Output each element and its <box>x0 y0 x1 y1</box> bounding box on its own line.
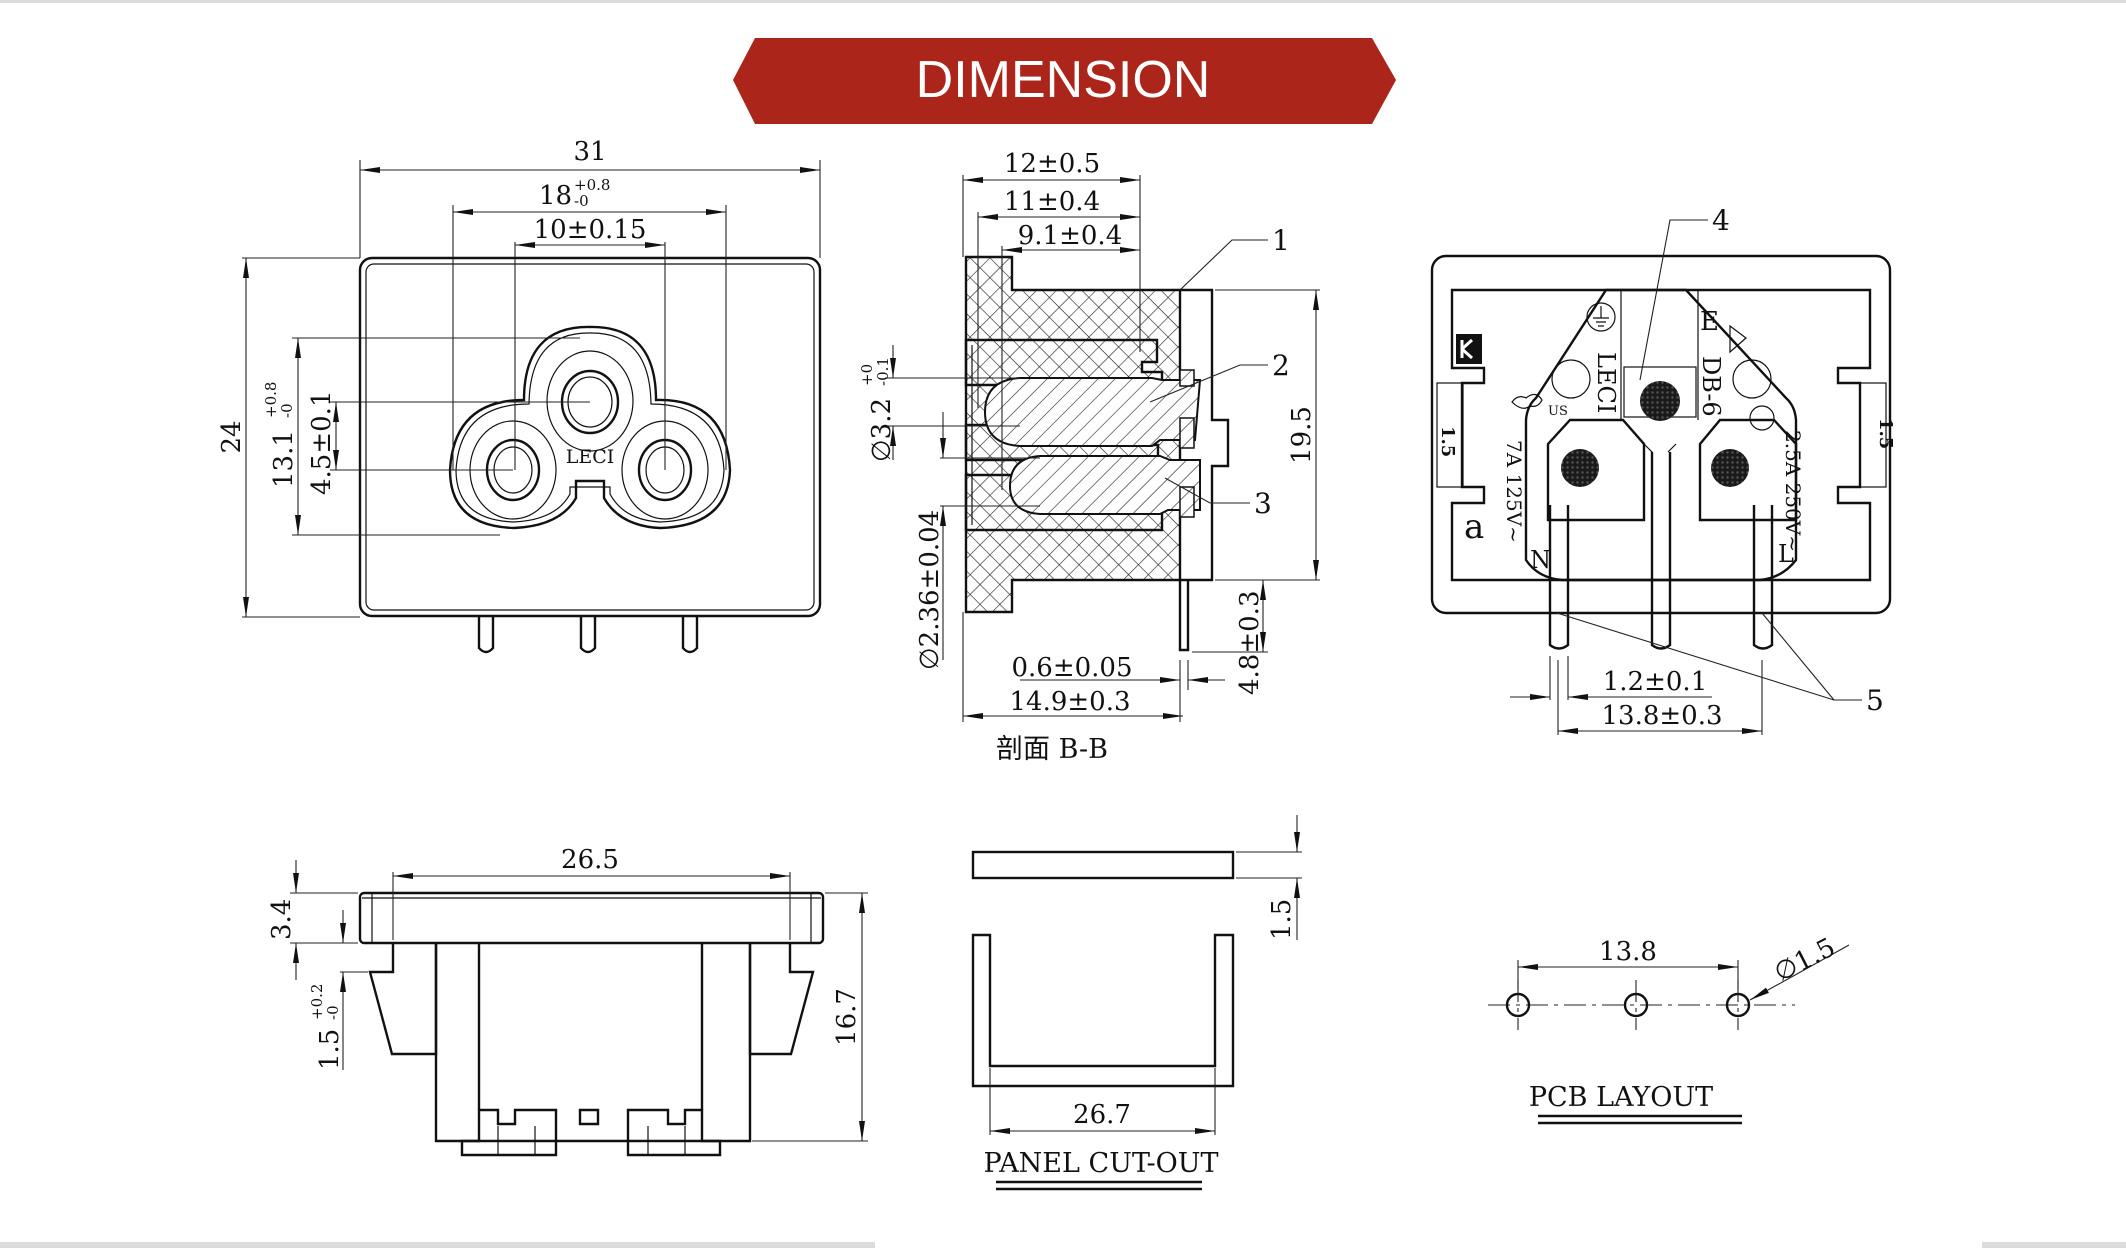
socket-face: LECI <box>448 325 732 530</box>
rear-rating-left: 7A 125V~ <box>1502 440 1526 543</box>
dim-height: 24 <box>217 420 247 453</box>
dim-total-height: 16.7 <box>832 988 862 1046</box>
dim-hole-dia: ∅3.2 <box>867 398 897 462</box>
dim-panel-width: 26.7 <box>1073 1100 1131 1130</box>
dim-outer-span-tol-upper: +0.8 <box>574 176 610 194</box>
section-view: 12±0.5 11±0.4 9.1±0.4 19.5 ∅3.2 +0 -0.1 … <box>858 149 1320 765</box>
callout-3: 3 <box>1254 487 1272 520</box>
front-pins <box>477 617 699 654</box>
dim-pcb-pitch: 13.8 <box>1599 937 1657 967</box>
dim-panel-thickness: 1.5 <box>1267 899 1297 940</box>
front-view: LECI 31 18 +0.8 -0 10±0.15 24 13.1 +0.8 … <box>217 137 822 654</box>
dim-hole-tol-lower: -0.1 <box>874 357 892 386</box>
dimension-banner: DIMENSION <box>733 38 1396 124</box>
front-dimensions: 31 18 +0.8 -0 10±0.15 24 13.1 +0.8 -0 4.… <box>217 137 821 618</box>
callout-5: 5 <box>1866 684 1884 717</box>
ground-rivet <box>1640 381 1680 421</box>
rear-pin-label-right: 1.5 <box>1875 418 1896 449</box>
rear-rating-right: 2.5A 250V~ <box>1781 430 1805 552</box>
dim-clip: 1.5 <box>315 1029 345 1070</box>
dim-face-tol-lower: -0 <box>278 403 296 418</box>
panel-cutout-caption: PANEL CUT-OUT <box>984 1148 1219 1179</box>
dim-face-height: 13.1 <box>269 430 299 488</box>
dim-pin-dia: ∅2.36±0.04 <box>915 510 945 670</box>
dim-section-height: 19.5 <box>1287 406 1317 464</box>
contact-upper <box>983 377 1202 447</box>
panel-cutout: 1.5 26.7 PANEL CUT-OUT <box>971 815 1302 1191</box>
top-border-strip <box>0 0 2126 3</box>
pcb-layout-caption: PCB LAYOUT <box>1529 1082 1713 1113</box>
dim-pin-length: 4.8±0.3 <box>1235 591 1265 695</box>
dim-face-tol-upper: +0.8 <box>262 382 280 418</box>
kc-logo-icon <box>1456 334 1482 364</box>
dim-section-depth: 14.9±0.3 <box>1009 687 1130 717</box>
dim-outer-span: 18 <box>539 181 572 211</box>
callout-4: 4 <box>1712 204 1730 237</box>
banner-title: DIMENSION <box>916 51 1211 109</box>
pcb-layout: 13.8 ∅1.5 PCB LAYOUT <box>1488 932 1850 1125</box>
dim-pin-offset: 4.5±0.1 <box>307 391 337 495</box>
dim-pin-thickness: 0.6±0.05 <box>1011 653 1132 683</box>
dim-clip-tol-lower: -0 <box>324 1005 342 1020</box>
rear-line-label: L <box>1778 540 1794 568</box>
dim-clip-tol-upper: +0.2 <box>308 984 326 1020</box>
side-latches <box>460 1108 722 1157</box>
bottom-border-strip-right <box>1982 1242 2126 1248</box>
callout-2: 2 <box>1272 349 1290 382</box>
bottom-border-strip-left <box>0 1242 875 1248</box>
dim-hole-tol-upper: +0 <box>858 364 876 386</box>
dim-outer-span-tol-lower: -0 <box>574 192 589 210</box>
ul-logo-icon <box>1511 393 1543 409</box>
side-view: 26.5 3.4 1.5 +0.2 -0 16.7 <box>267 845 868 1157</box>
dim-rear-pin-width: 1.2±0.1 <box>1603 667 1707 697</box>
dim-pcb-hole-dia: ∅1.5 <box>1770 932 1841 988</box>
tuv-logo-icon <box>1729 324 1747 354</box>
contact-lower <box>1008 455 1201 515</box>
callout-1: 1 <box>1272 224 1290 257</box>
neutral-rivet <box>1561 449 1599 487</box>
cqc-logo-icon <box>1749 405 1775 431</box>
rear-ul-mark: US <box>1548 404 1568 419</box>
dim-overall-width: 31 <box>573 137 606 167</box>
rear-earth-label: E <box>1700 307 1719 337</box>
rear-variant-label: a <box>1464 507 1484 547</box>
rear-view: 1.5 1.5 LECI DB-6 E US 7A 125V~ 2.5A 250… <box>1430 204 1896 735</box>
rear-neutral-label: N <box>1530 546 1551 574</box>
banner-shape <box>733 38 1396 124</box>
line-rivet <box>1711 449 1749 487</box>
dim-flange-width: 26.5 <box>561 845 619 875</box>
dim-pin-pitch: 10±0.15 <box>534 215 647 245</box>
dim-section-d3: 9.1±0.4 <box>1018 221 1122 251</box>
earth-symbol-icon <box>1586 302 1616 332</box>
dim-section-d1: 12±0.5 <box>1004 149 1100 179</box>
dim-section-d2: 11±0.4 <box>1004 187 1100 217</box>
dim-rear-pin-pitch: 13.8±0.3 <box>1601 701 1722 731</box>
dim-flange-height: 3.4 <box>267 899 297 940</box>
rear-model: DB-6 <box>1697 356 1725 417</box>
section-caption: 剖面 B-B <box>996 734 1108 765</box>
front-brand-mark: LECI <box>566 446 615 468</box>
rear-brand: LECI <box>1592 352 1620 413</box>
rear-pin-label-left: 1.5 <box>1437 426 1458 457</box>
